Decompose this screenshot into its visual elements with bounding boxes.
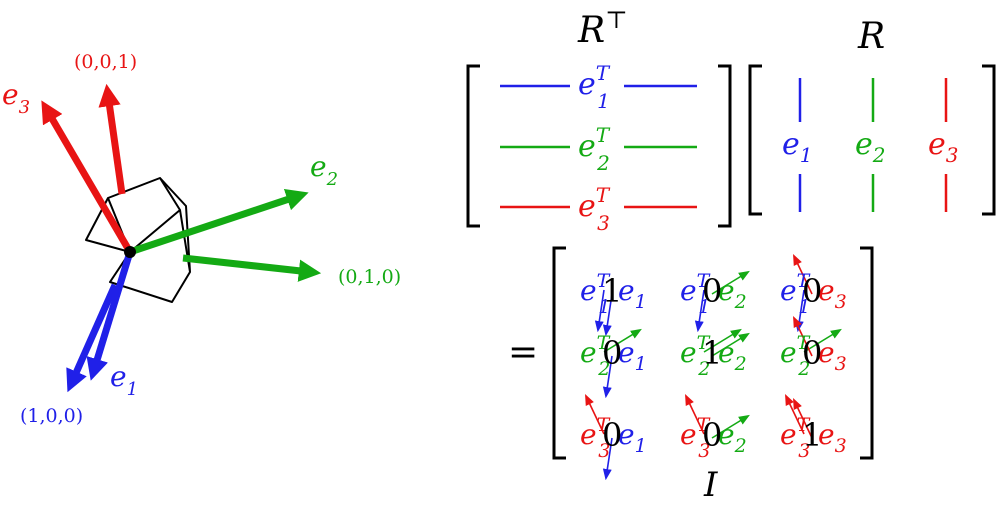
col-factor: e1 [618, 274, 647, 313]
identity-entry: 1 [802, 416, 822, 454]
e1-arrow [86, 250, 134, 381]
product-right-bracket [860, 246, 874, 460]
row-vector-arrow [694, 289, 705, 333]
e1-label: e1 [110, 360, 138, 400]
r-col-3: e3 [928, 78, 959, 212]
col-factor: e1 [618, 336, 647, 375]
col-vector-arrow [793, 315, 813, 357]
row-vector-arrow [685, 393, 705, 435]
equals-sign: = [508, 332, 538, 373]
col-factor: e2 [718, 418, 747, 457]
col-factor: e3 [818, 418, 847, 457]
row-vector-arrow [703, 328, 742, 353]
svg-text:e3: e3 [928, 127, 959, 167]
col-factor: e1 [618, 418, 647, 457]
r-transpose-label: R⊤ [577, 6, 628, 51]
svg-text:eT1: eT1 [578, 61, 611, 113]
row-vector-arrow [594, 289, 605, 333]
r-col-2: e2 [855, 78, 886, 212]
identity-entry: 1 [602, 272, 622, 310]
identity-entry: 0 [802, 272, 822, 310]
col-vector-arrow [602, 293, 613, 337]
z-axis-label: (0,0,1) [74, 51, 137, 73]
identity-entry: 0 [702, 272, 722, 310]
identity-entry: 0 [602, 416, 622, 454]
e3-arrow [41, 100, 134, 254]
row-vector-arrow [585, 393, 605, 435]
r-label: R [857, 16, 885, 57]
col-factor: e2 [718, 274, 747, 313]
identity-entry: 0 [602, 334, 622, 372]
row-vector-arrow [603, 328, 642, 353]
r-left-bracket [748, 64, 762, 216]
col-vector-arrow [711, 414, 750, 439]
col-factor: e2 [718, 336, 747, 375]
col-factor: e3 [818, 274, 847, 313]
col-vector-arrow [793, 397, 813, 439]
x-axis-label: (1,0,0) [20, 405, 83, 427]
row-vector-arrow [785, 393, 805, 435]
e2-arrow [128, 188, 309, 256]
identity-entry: 0 [802, 334, 822, 372]
col-factor: e3 [818, 336, 847, 375]
product-left-bracket [552, 246, 566, 460]
y-axis-label: (0,1,0) [338, 266, 401, 288]
col-vector-arrow [793, 253, 813, 295]
r-right-bracket [982, 64, 996, 216]
col-vector-arrow [602, 437, 613, 481]
e3-label: e3 [2, 78, 30, 118]
col-vector-arrow [602, 355, 613, 399]
e2-label: e2 [310, 150, 338, 190]
frame-diagram: e3 e2 e1 (0,0,1) (0,1,0) (1,0,0) [2, 51, 401, 427]
identity-entry: 0 [702, 416, 722, 454]
svg-text:eT3: eT3 [578, 183, 611, 235]
i-label: I [703, 465, 718, 505]
col-vector-arrow [711, 332, 750, 357]
r-col-1: e1 [782, 78, 813, 212]
rt-right-bracket [718, 64, 732, 228]
identity-entry: 1 [702, 334, 722, 372]
svg-text:e1: e1 [782, 127, 813, 167]
world-z-axis-arrow [98, 83, 126, 195]
svg-text:e2: e2 [855, 127, 886, 167]
origin-point [124, 246, 136, 258]
cube-outline [85, 177, 191, 303]
world-x-axis-arrow [66, 283, 119, 393]
col-vector-arrow [711, 270, 750, 295]
row-vector-arrow [803, 328, 842, 353]
world-y-axis-arrow [182, 254, 322, 282]
rt-left-bracket [466, 64, 480, 228]
svg-text:eT2: eT2 [578, 123, 611, 175]
